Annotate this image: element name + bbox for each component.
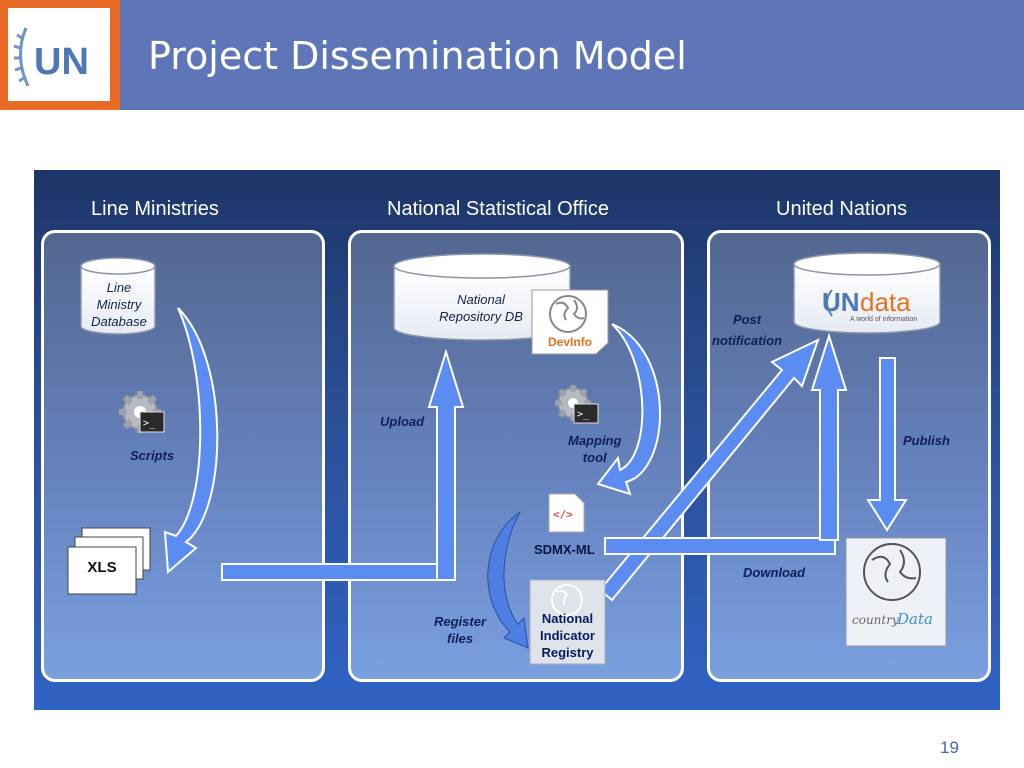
mapping-tool-gear-icon: >_	[555, 385, 599, 424]
arrow-download	[810, 332, 848, 541]
un-emblem-icon: UN	[13, 27, 89, 87]
terminal-icon	[573, 403, 599, 424]
column-title-nso: National Statistical Office	[387, 198, 609, 220]
arrow-db-to-xls	[163, 307, 219, 575]
sdmx-ml-label: SDMX-ML	[534, 542, 595, 557]
arrow-register-files	[487, 511, 529, 649]
download-label: Download	[743, 565, 806, 580]
title-bar	[0, 0, 1024, 110]
devinfo-globe-icon	[531, 289, 609, 355]
line-ministry-database-label: Line Ministry Database	[91, 280, 147, 329]
svg-text:</>: </>	[553, 508, 573, 521]
page-title: Project Dissemination Model	[148, 34, 687, 78]
svg-text:data: data	[860, 287, 911, 317]
national-indicator-registry-icon	[529, 579, 606, 665]
page-number: 19	[940, 738, 959, 757]
register-files-label: Register files	[434, 614, 487, 646]
devinfo-label: DevInfo	[547, 335, 592, 349]
scripts-label: Scripts	[130, 448, 175, 463]
line-ministry-database-icon	[80, 257, 156, 335]
xls-label: XLS	[87, 559, 117, 576]
arrow-publish	[866, 357, 908, 532]
publish-label: Publish	[903, 433, 950, 448]
code-file-icon: </>	[548, 493, 585, 533]
undata-tagline: A world of information	[850, 316, 917, 323]
national-repository-db-label: National Repository DB	[439, 292, 523, 324]
xls-file-icon	[67, 527, 151, 595]
arrow-xls-to-nso	[221, 563, 453, 581]
arrow-post-notification	[598, 338, 820, 602]
countrydata-icon: country Data	[845, 537, 947, 647]
column-title-united-nations: United Nations	[776, 198, 908, 220]
arrow-download-bar	[604, 537, 836, 555]
scripts-gear-icon: >_	[119, 391, 165, 433]
svg-text:UN: UN	[822, 287, 860, 317]
post-notification-label: Post notification	[712, 312, 783, 348]
svg-text:>_: >_	[577, 409, 590, 420]
upload-label: Upload	[380, 414, 425, 429]
mapping-tool-label: Mapping tool	[568, 433, 622, 465]
svg-text:>_: >_	[143, 418, 156, 429]
undata-database-icon	[793, 252, 941, 334]
countrydata-data-text: Data	[896, 610, 933, 628]
countrydata-country-text: country	[852, 613, 899, 627]
arrow-upload	[427, 348, 465, 581]
terminal-icon	[139, 411, 165, 433]
un-logo: UN	[0, 0, 120, 110]
undata-logo: UN data A world of information	[822, 287, 917, 323]
national-indicator-registry-label: National Indicator Registry	[540, 611, 595, 660]
column-title-line-ministries: Line Ministries	[91, 198, 219, 220]
logo-text: UN	[34, 41, 89, 83]
arrow-mapping	[596, 323, 661, 496]
